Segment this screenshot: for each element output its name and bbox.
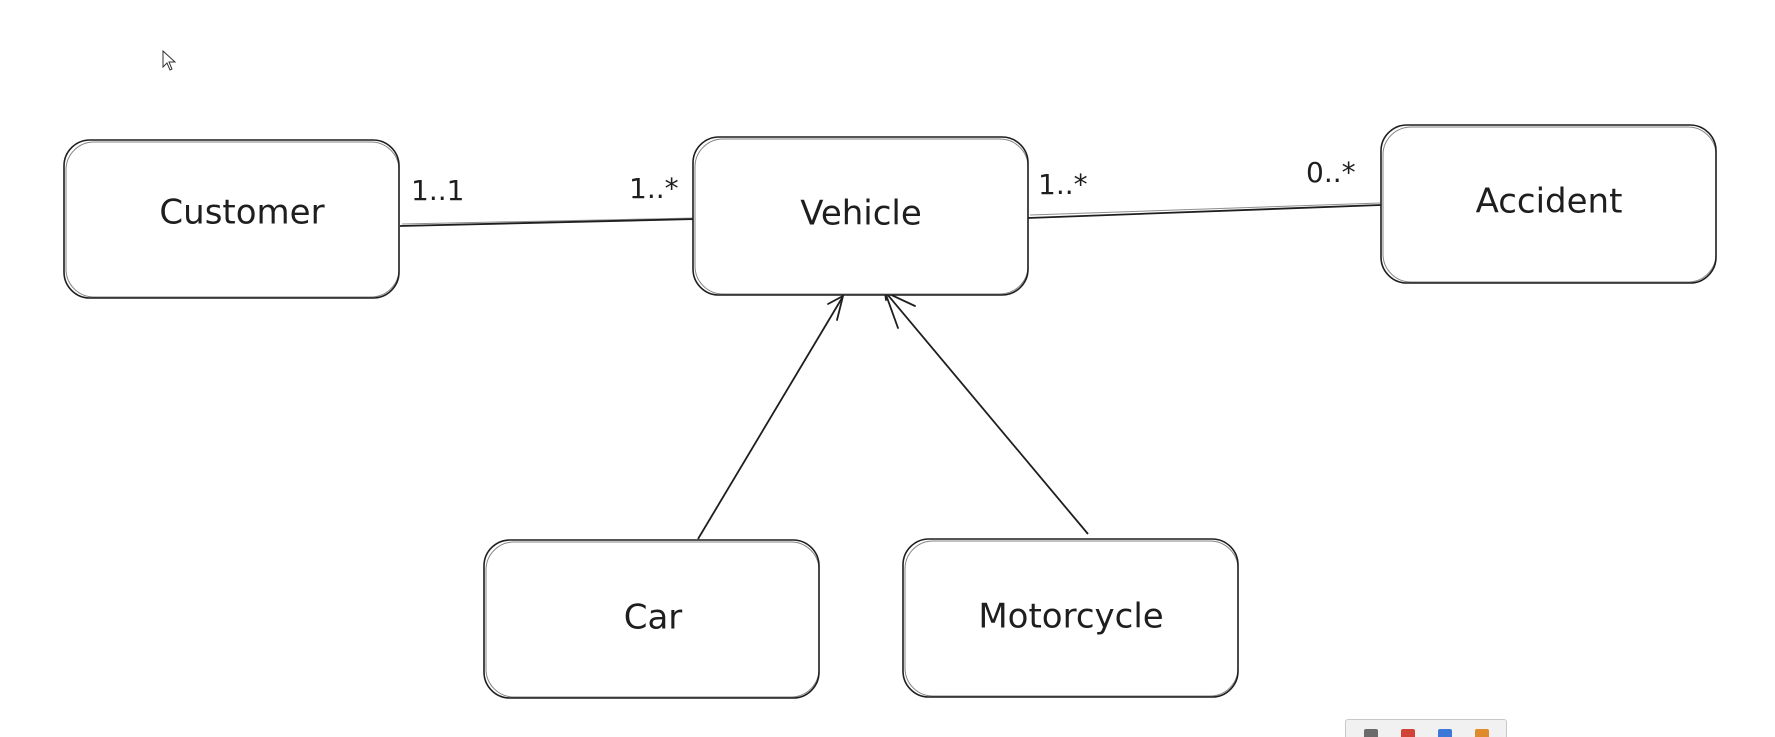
node-car[interactable]: Car [483, 539, 820, 699]
node-label-motorcycle: Motorcycle [978, 597, 1163, 637]
node-label-vehicle: Vehicle [800, 194, 922, 234]
node-label-accident: Accident [1476, 182, 1623, 222]
node-accident[interactable]: Accident [1380, 124, 1717, 284]
edge-motorcycle-vehicle[interactable] [883, 290, 1089, 535]
multiplicity-accident-side: 0..* [1306, 156, 1356, 189]
multiplicity-customer-side: 1..1 [411, 174, 464, 207]
node-motorcycle[interactable]: Motorcycle [902, 538, 1239, 698]
multiplicity-vehicle-side-accident: 1..* [1038, 168, 1088, 201]
edge-vehicle-accident[interactable] [1027, 202, 1382, 219]
package-icon[interactable] [1474, 729, 1489, 737]
node-vehicle[interactable]: Vehicle [692, 136, 1029, 296]
node-label-car: Car [624, 598, 683, 638]
arrowhead-car-vehicle [827, 294, 845, 321]
mail-icon[interactable] [1400, 729, 1415, 737]
arrowhead-motorcycle-vehicle-sketch [884, 291, 899, 329]
multiplicity-vehicle-side-customer: 1..* [629, 172, 679, 205]
edge-customer-vehicle[interactable] [399, 217, 698, 227]
mouse-pointer-icon [162, 50, 177, 71]
edge-car-vehicle[interactable] [697, 294, 845, 540]
edges-layer: 1..1 1..* 1..* 0..* [399, 156, 1382, 540]
system-tray [1345, 719, 1507, 737]
window-icon[interactable] [1437, 729, 1452, 737]
shield-icon[interactable] [1363, 729, 1378, 737]
node-customer[interactable]: Customer [63, 139, 400, 299]
node-label-customer: Customer [159, 193, 324, 233]
nodes-layer: Customer Vehicle Accident Car Motorcycle [63, 124, 1717, 699]
